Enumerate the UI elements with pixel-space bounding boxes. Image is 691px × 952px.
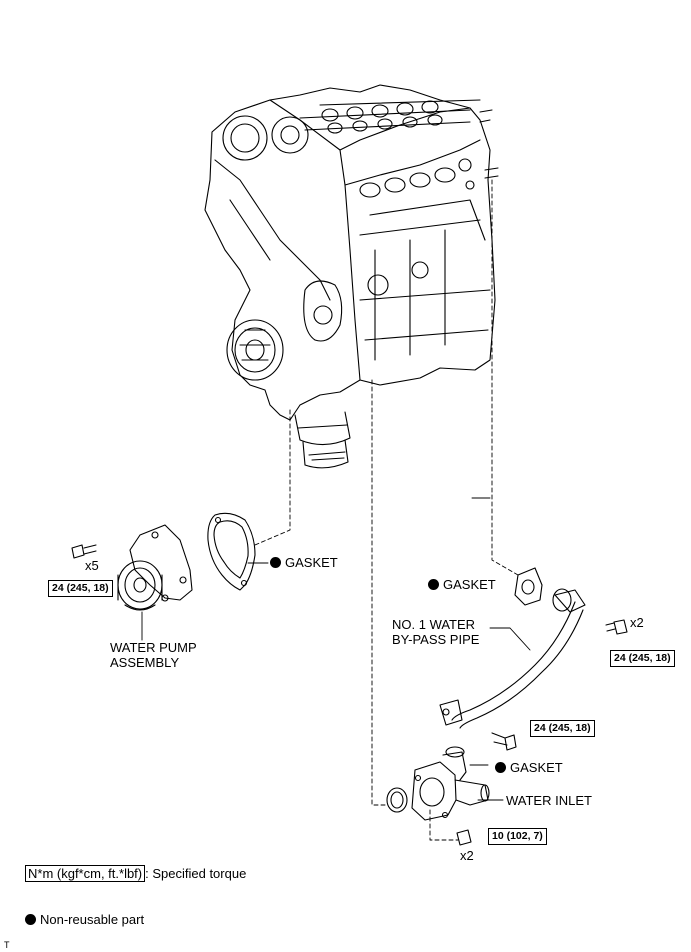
pipe-bolt-right [605,619,628,635]
corner-mark: T [4,940,10,950]
nonreusable-dot-icon [428,579,439,590]
pump-bolt-qty: x5 [85,558,99,573]
pipe-bolt-mid [491,732,517,751]
water-pump-label: WATER PUMP ASSEMBLY [110,640,197,670]
water-inlet [411,751,490,821]
inlet-gasket [445,746,465,758]
bypass-pipe [439,588,586,729]
inlet-bolt [456,829,472,846]
nonreusable-dot-icon [270,557,281,568]
legend-nonreusable: Non-reusable part [25,912,144,927]
water-pump-assembly [117,524,193,611]
pump-bolt [71,544,97,559]
engine-block [204,84,499,469]
torque-inlet-bolt: 10 (102, 7) [488,828,547,845]
water-inlet-label: WATER INLET [506,793,592,808]
pipe-gasket [514,567,543,606]
pipe-bolt-qty: x2 [630,615,644,630]
torque-pump-bolt: 24 (245, 18) [48,580,113,597]
torque-pipe-bolt: 24 (245, 18) [610,650,675,667]
gasket-inlet-label: GASKET [495,760,563,775]
gasket-pump-label: GASKET [270,555,338,570]
nonreusable-dot-icon [495,762,506,773]
inlet-o-ring [386,787,408,813]
legend-torque: N*m (kgf*cm, ft.*lbf): Specified torque [25,865,246,882]
nonreusable-dot-icon [25,914,36,925]
gasket-pipe-label: GASKET [428,577,496,592]
water-pump-gasket [207,512,256,591]
inlet-bolt-qty: x2 [460,848,474,863]
bypass-pipe-label: NO. 1 WATER BY-PASS PIPE [392,617,480,647]
torque-mid-bolt: 24 (245, 18) [530,720,595,737]
torque-unit-box: N*m (kgf*cm, ft.*lbf) [25,865,146,882]
